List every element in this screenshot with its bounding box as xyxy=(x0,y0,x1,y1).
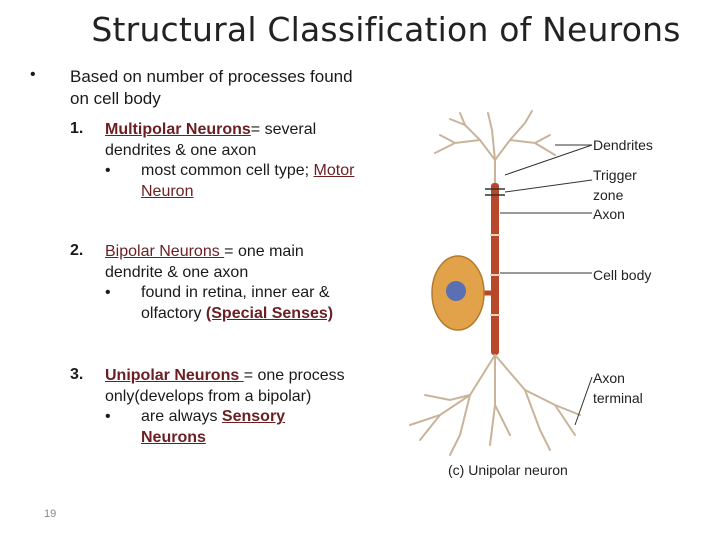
sensory-link: Sensory xyxy=(221,408,286,425)
label-dendrites: Dendrites xyxy=(593,137,653,153)
main-point: Based on number of processes found on ce… xyxy=(70,67,353,108)
item-3-heading: Unipolar Neurons = one process only(deve… xyxy=(105,367,345,405)
item-3-name: Unipolar Neurons xyxy=(105,367,244,384)
item-3: Unipolar Neurons = one process only(deve… xyxy=(105,366,355,448)
motor-neuron-link: Motor Neuron xyxy=(141,162,355,200)
label-axon: Axon xyxy=(593,206,625,222)
neurons-link: Neurons xyxy=(141,428,206,446)
axon-drawing xyxy=(475,183,505,355)
unipolar-neuron-figure: Dendrites Trigger zone Axon Cell body Ax… xyxy=(409,110,653,478)
label-trigger: Trigger xyxy=(593,167,637,183)
slide-number: 19 xyxy=(44,508,57,520)
item-2: Bipolar Neurons = one main dendrite & on… xyxy=(105,242,355,324)
item-3-number: 3. xyxy=(70,366,84,383)
label-zone: zone xyxy=(593,187,624,203)
item-1-sub: • most common cell type; Motor Neuron xyxy=(105,162,355,200)
label-axon-terminal-1: Axon xyxy=(593,370,625,386)
slide-title: Structural Classification of Neurons xyxy=(91,10,681,49)
item-2-heading: Bipolar Neurons = one main dendrite & on… xyxy=(105,243,304,281)
cell-body-drawing xyxy=(431,255,485,331)
sub-bullet: • xyxy=(105,408,111,425)
item-2-number: 2. xyxy=(70,242,84,259)
item-2-name: Bipolar Neurons xyxy=(105,243,225,260)
item-2-sub: • found in retina, inner ear & olfactory… xyxy=(105,284,334,322)
dendrites-drawing xyxy=(434,110,556,184)
item-1-heading: Multipolar Neurons= several dendrites & … xyxy=(105,121,317,159)
axon-terminal-drawing xyxy=(409,354,581,456)
item-1-name: Multipolar Neurons xyxy=(105,121,251,138)
label-axon-terminal-2: terminal xyxy=(593,390,643,406)
figure-caption: (c) Unipolar neuron xyxy=(448,462,568,478)
sub-bullet: • xyxy=(105,162,111,179)
special-senses-link: (Special Senses) xyxy=(205,304,334,322)
item-1-number: 1. xyxy=(70,120,84,137)
item-1: Multipolar Neurons= several dendrites & … xyxy=(105,120,355,202)
main-bullet: • xyxy=(30,66,36,83)
label-cell-body: Cell body xyxy=(593,267,651,283)
sub-bullet: • xyxy=(105,284,111,301)
item-3-sub: • are always Sensory Neurons xyxy=(105,408,286,446)
label-leader-lines xyxy=(500,144,593,426)
